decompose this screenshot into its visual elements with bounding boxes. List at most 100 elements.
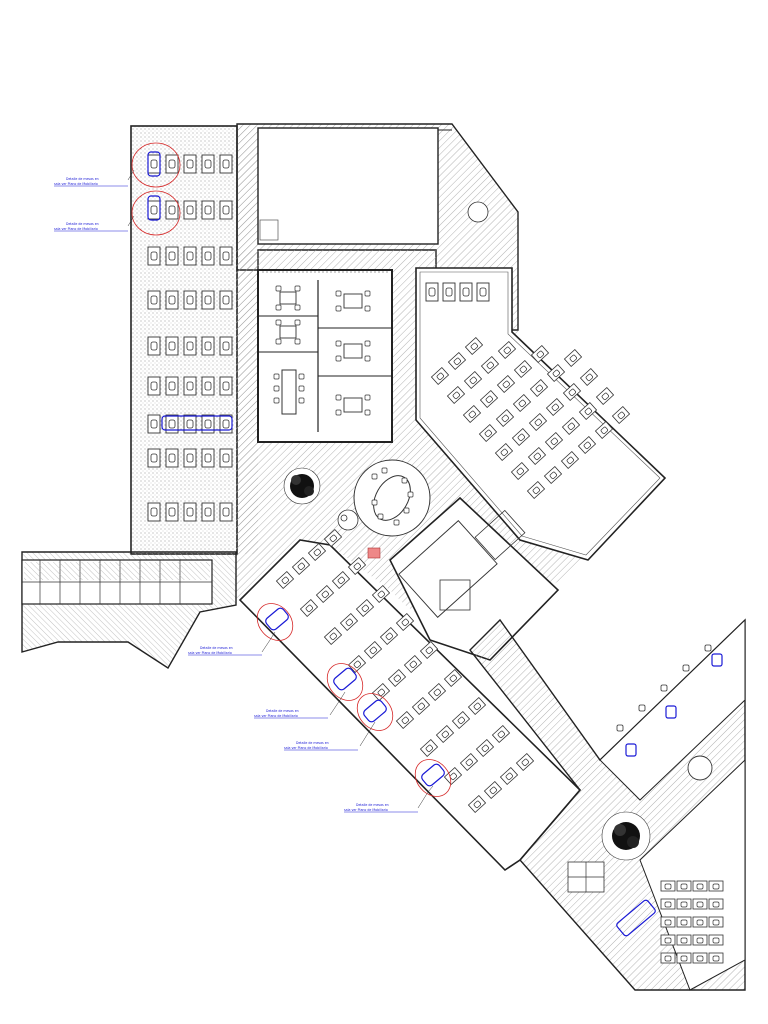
desk <box>219 376 233 396</box>
desk <box>147 448 161 468</box>
desk <box>147 376 161 396</box>
desk <box>147 246 161 266</box>
desk <box>219 502 233 522</box>
desk <box>219 290 233 310</box>
planter-tree-1 <box>283 467 321 505</box>
annotation-6: Detalle de mesas en sala ver Plano de Mo… <box>344 803 418 813</box>
desk <box>183 502 197 522</box>
desk <box>425 282 439 302</box>
annotation-leaders <box>127 169 434 809</box>
desk <box>183 376 197 396</box>
chair <box>638 704 646 712</box>
desk <box>219 200 233 220</box>
annotation-3-line2: sala ver Plano de Mobiliario <box>188 651 232 655</box>
desk <box>201 200 215 220</box>
desk <box>564 349 582 367</box>
desk <box>165 336 179 356</box>
desk <box>165 448 179 468</box>
desk <box>676 880 692 892</box>
red-marker <box>367 547 381 559</box>
desk <box>708 880 724 892</box>
annotation-2: Detalle de mesas en sala ver Plano de Mo… <box>54 222 128 232</box>
annotation-2-line1: Detalle de mesas en <box>66 222 99 226</box>
desk <box>660 934 676 946</box>
desk <box>219 246 233 266</box>
desk <box>596 387 614 405</box>
desk <box>183 290 197 310</box>
meeting-rooms-block <box>257 269 393 443</box>
desk <box>165 376 179 396</box>
desk <box>183 336 197 356</box>
chair <box>616 724 624 732</box>
desk <box>708 934 724 946</box>
annotation-5-line2: sala ver Plano de Mobiliario <box>284 746 328 750</box>
desk <box>201 154 215 174</box>
desk <box>165 246 179 266</box>
desk <box>442 282 456 302</box>
desk <box>676 934 692 946</box>
desk <box>580 368 598 386</box>
desk <box>147 502 161 522</box>
revision-clouds <box>131 142 452 797</box>
desk <box>219 336 233 356</box>
desk <box>201 448 215 468</box>
annotation-6-line1: Detalle de mesas en <box>356 803 389 807</box>
round-lounge-table <box>353 459 431 537</box>
desk <box>660 880 676 892</box>
annotation-4-line2: sala ver Plano de Mobiliario <box>254 714 298 718</box>
desk <box>165 290 179 310</box>
desk <box>183 246 197 266</box>
desk <box>147 154 161 174</box>
annotation-3-line1: Detalle de mesas en <box>200 646 233 650</box>
desk <box>660 952 676 964</box>
desk <box>660 898 676 910</box>
annotation-5: Detalle de mesas en sala ver Plano de Mo… <box>284 741 358 751</box>
desk <box>165 502 179 522</box>
desk <box>219 448 233 468</box>
desk <box>476 282 490 302</box>
desk <box>183 154 197 174</box>
annotation-1-line1: Detalle de mesas en <box>66 177 99 181</box>
desk <box>692 898 708 910</box>
desk <box>201 290 215 310</box>
annotation-1-line2: sala ver Plano de Mobiliario <box>54 182 98 186</box>
annotation-5-line1: Detalle de mesas en <box>296 741 329 745</box>
desk <box>692 952 708 964</box>
desk <box>708 898 724 910</box>
desk <box>676 898 692 910</box>
highlighted-desks <box>147 151 723 937</box>
small-round-tables <box>337 201 489 531</box>
annotation-2-line2: sala ver Plano de Mobiliario <box>54 227 98 231</box>
chair <box>682 664 690 672</box>
desk <box>183 200 197 220</box>
desk <box>201 246 215 266</box>
chair <box>704 644 712 652</box>
desk <box>692 916 708 928</box>
desk <box>165 154 179 174</box>
desk <box>692 934 708 946</box>
annotation-4-line1: Detalle de mesas en <box>266 709 299 713</box>
desk <box>660 916 676 928</box>
annotation-3: Detalle de mesas en sala ver Plano de Mo… <box>188 646 262 656</box>
desk <box>708 952 724 964</box>
desk <box>676 916 692 928</box>
desk <box>201 502 215 522</box>
annotation-1: Detalle de mesas en sala ver Plano de Mo… <box>54 177 128 187</box>
desk <box>147 200 161 220</box>
annotation-4: Detalle de mesas en sala ver Plano de Mo… <box>254 709 328 719</box>
desk <box>459 282 473 302</box>
desk <box>676 952 692 964</box>
desk <box>183 448 197 468</box>
chair <box>660 684 668 692</box>
annotation-6-line2: sala ver Plano de Mobiliario <box>344 808 388 812</box>
left-service-wing <box>21 551 237 669</box>
desk <box>165 200 179 220</box>
desk <box>201 376 215 396</box>
desk <box>612 406 630 424</box>
desk <box>147 290 161 310</box>
desk <box>147 336 161 356</box>
desk <box>219 154 233 174</box>
service-core <box>389 496 560 661</box>
desk <box>201 336 215 356</box>
